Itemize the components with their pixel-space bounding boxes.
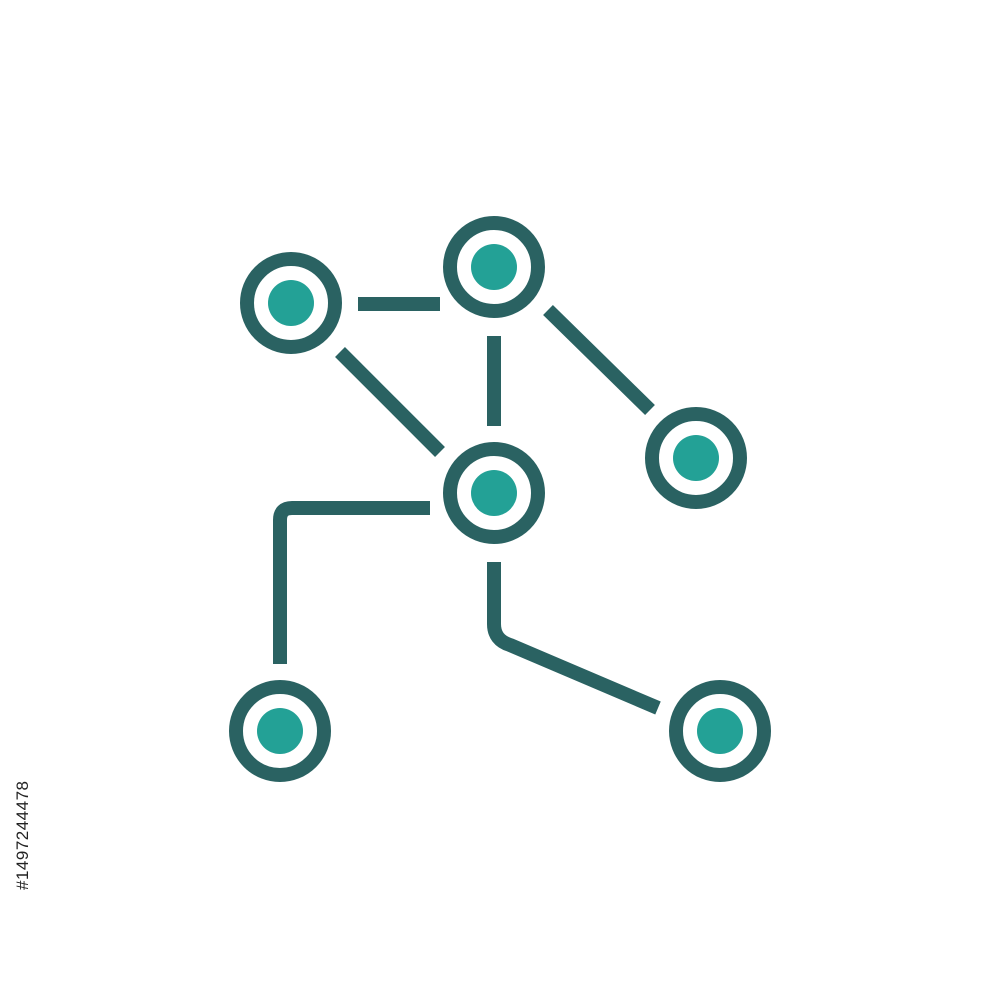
connector-top-center-to-right <box>543 305 655 415</box>
node-center <box>443 442 545 544</box>
node-bottom-right <box>669 680 771 782</box>
connector-center-to-bottom-right <box>487 562 661 715</box>
node-top-center <box>443 216 545 318</box>
connector-center-to-bottom-left <box>273 501 430 664</box>
node-bottom-left <box>229 680 331 782</box>
stock-image-id: #1497244478 <box>13 780 32 890</box>
node-right <box>645 407 747 509</box>
node-top-left <box>240 252 342 354</box>
connector-top-left-to-center <box>335 347 445 457</box>
